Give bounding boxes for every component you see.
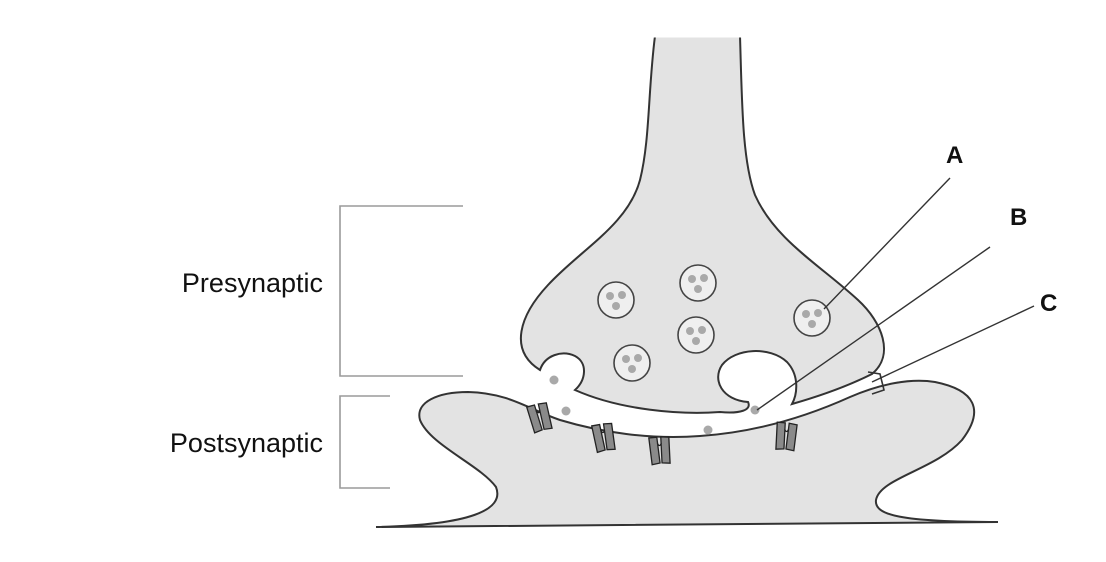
label-a: A xyxy=(946,142,963,169)
postsynaptic-label: Postsynaptic xyxy=(170,428,323,458)
vesicle xyxy=(614,345,650,381)
postsynaptic-bracket xyxy=(340,396,390,488)
presynaptic-terminal xyxy=(521,36,884,413)
vesicle xyxy=(678,317,714,353)
presynaptic-label: Presynaptic xyxy=(182,268,323,298)
neurotransmitter-dot xyxy=(704,426,713,435)
neurotransmitter-dot xyxy=(550,376,559,385)
label-b: B xyxy=(1010,204,1027,231)
presynaptic-bracket xyxy=(340,206,463,376)
label-c: C xyxy=(1040,290,1057,317)
leader-line-a xyxy=(824,178,950,309)
vesicle xyxy=(680,265,716,301)
vesicle xyxy=(794,300,830,336)
neurotransmitter-dot xyxy=(562,407,571,416)
vesicle xyxy=(598,282,634,318)
leader-line-c xyxy=(872,306,1034,382)
